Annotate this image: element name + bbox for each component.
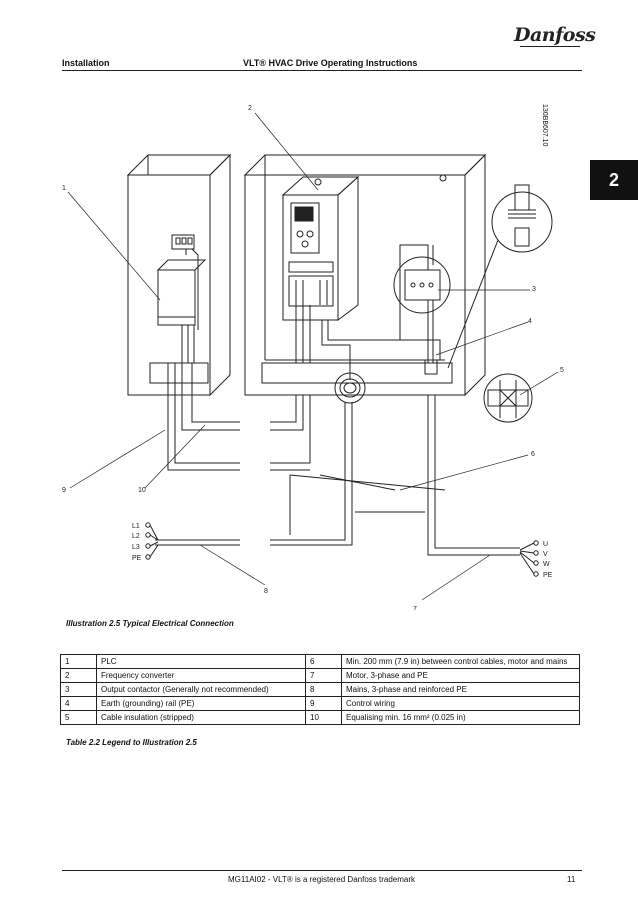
danfoss-logo: Danfoss	[514, 24, 596, 46]
legend-description: Frequency converter	[96, 668, 306, 683]
legend-description: Equalising min. 16 mm² (0.025 in)	[341, 710, 580, 725]
header-divider	[62, 70, 582, 71]
table-row: 5 Cable insulation (stripped) 10 Equalis…	[60, 710, 580, 725]
legend-description: Min. 200 mm (7.9 in) between control cab…	[341, 654, 580, 669]
drive-cabinet	[243, 153, 487, 397]
table-row: 2 Frequency converter 7 Motor, 3-phase a…	[60, 668, 580, 683]
mains-terminals	[145, 522, 159, 560]
legend-description: PLC	[96, 654, 306, 669]
callout-1: 1	[62, 185, 66, 192]
illustration-caption: Illustration 2.5 Typical Electrical Conn…	[66, 619, 234, 628]
page-number: 11	[567, 875, 576, 884]
detail-inset-cable	[447, 184, 553, 369]
leader-lines	[67, 112, 559, 601]
legend-description: Output contactor (Generally not recommen…	[96, 682, 306, 697]
legend-number: 9	[305, 696, 342, 711]
callout-3: 3	[532, 286, 536, 293]
header-section: Installation	[62, 58, 110, 68]
motor-terminals	[519, 540, 539, 577]
legend-description: Motor, 3-phase and PE	[341, 668, 580, 683]
cable-runs	[155, 395, 520, 556]
relay-module	[171, 234, 195, 250]
footer-divider	[62, 870, 582, 871]
legend-number: 8	[305, 682, 342, 697]
legend-number: 4	[60, 696, 97, 711]
callout-6: 6	[531, 451, 535, 458]
chapter-number: 2	[608, 169, 619, 190]
callout-7: 7	[413, 606, 417, 610]
terminal-l2: L2	[132, 533, 140, 540]
terminal-u: U	[543, 541, 548, 548]
cable-gland	[334, 359, 438, 404]
electrical-connection-diagram: 1 2 3 4 5 6 7 8 9 10 L1 L2 L3 PE U V W P…	[62, 105, 564, 610]
terminal-pe-motor: PE	[543, 572, 553, 579]
callout-4: 4	[528, 318, 532, 325]
terminal-v: V	[543, 551, 548, 558]
legend-number: 1	[60, 654, 97, 669]
legend-description: Control wiring	[341, 696, 580, 711]
table-row: 1 PLC 6 Min. 200 mm (7.9 in) between con…	[60, 654, 580, 669]
callout-9: 9	[62, 487, 66, 494]
legend-description: Earth (grounding) rail (PE)	[96, 696, 306, 711]
legend-number: 7	[305, 668, 342, 683]
legend-number: 10	[305, 710, 342, 725]
logo-swoosh	[520, 46, 580, 47]
footer-doc: MG11AI02 - VLT® is a registered Danfoss …	[228, 875, 416, 884]
legend-number: 5	[60, 710, 97, 725]
callout-2: 2	[248, 105, 252, 112]
legend-number: 3	[60, 682, 97, 697]
legend-table: 1 PLC 6 Min. 200 mm (7.9 in) between con…	[60, 654, 580, 725]
detail-inset-insulation	[483, 373, 533, 423]
table-caption: Table 2.2 Legend to Illustration 2.5	[66, 738, 197, 747]
callout-10: 10	[138, 487, 146, 494]
legend-number: 6	[305, 654, 342, 669]
plc-cabinet	[126, 153, 232, 397]
legend-description: Cable insulation (stripped)	[96, 710, 306, 725]
terminal-l3: L3	[132, 544, 140, 551]
legend-number: 2	[60, 668, 97, 683]
table-row: 3 Output contactor (Generally not recomm…	[60, 682, 580, 697]
terminal-l1: L1	[132, 523, 140, 530]
terminal-pe-mains: PE	[132, 555, 142, 562]
legend-description: Mains, 3-phase and reinforced PE	[341, 682, 580, 697]
header-title: VLT® HVAC Drive Operating Instructions	[243, 58, 418, 68]
terminal-w: W	[543, 561, 550, 568]
callout-5: 5	[560, 367, 564, 374]
callout-8: 8	[264, 588, 268, 595]
table-row: 4 Earth (grounding) rail (PE) 9 Control …	[60, 696, 580, 711]
chapter-tab: 2	[590, 160, 638, 200]
output-contactor	[404, 269, 441, 301]
